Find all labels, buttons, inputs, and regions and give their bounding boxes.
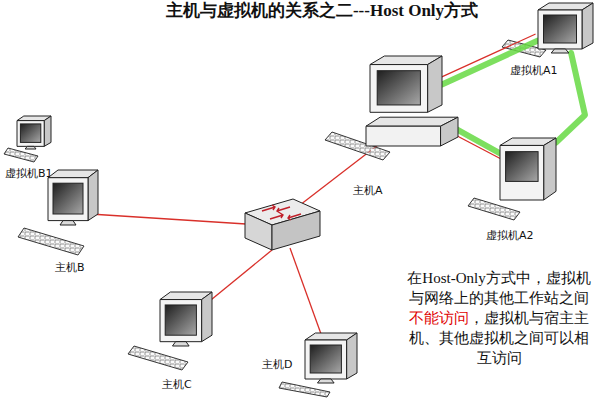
access-link bbox=[442, 41, 538, 85]
monitor-front bbox=[370, 65, 428, 113]
computer-label: 虚拟机A1 bbox=[510, 64, 558, 77]
arrow-symbol bbox=[277, 207, 290, 213]
arrow-symbol bbox=[262, 205, 275, 211]
keyboard bbox=[279, 382, 330, 397]
computer-icon bbox=[370, 56, 442, 146]
monitor-front bbox=[305, 340, 347, 379]
monitor-side bbox=[582, 3, 593, 49]
arrow-symbol bbox=[288, 214, 301, 220]
monitor-side bbox=[202, 292, 212, 342]
access-link bbox=[556, 53, 585, 142]
network-cables bbox=[90, 128, 503, 345]
switch-side bbox=[245, 213, 272, 250]
note-paragraph: 在Host-Only方式中，虚拟机与网络上的其他工作站之间不能访问，虚拟机与宿主… bbox=[403, 268, 595, 368]
screen bbox=[310, 345, 341, 373]
computer-label: 虚拟机B1 bbox=[5, 167, 53, 180]
computer-label: 虚拟机A2 bbox=[486, 229, 534, 242]
cable bbox=[290, 248, 325, 345]
computer-node: 主机B bbox=[48, 170, 98, 225]
computer-node: 虚拟机B1 bbox=[17, 116, 51, 149]
monitor-front bbox=[17, 121, 44, 147]
computer-icon bbox=[538, 3, 593, 53]
case-side bbox=[441, 117, 458, 146]
computer-label: 主机D bbox=[262, 358, 292, 371]
monitor-stand bbox=[60, 221, 76, 225]
monitor-front bbox=[538, 10, 582, 49]
switch bbox=[245, 199, 320, 250]
cable bbox=[90, 214, 246, 224]
keyboard bbox=[128, 346, 188, 370]
monitor-side bbox=[347, 333, 357, 379]
screen bbox=[53, 183, 83, 214]
note-text: 在Host-Only方式中，虚拟机与网络上的其他工作站之间 bbox=[407, 270, 590, 306]
computer-node: 虚拟机A1 bbox=[538, 3, 593, 53]
computer-node: 虚拟机A2 bbox=[500, 138, 556, 200]
computer-node: 主机D bbox=[305, 333, 357, 383]
computer-node: 主机C bbox=[160, 292, 212, 346]
arrow-symbol bbox=[270, 213, 283, 219]
monitor-stand bbox=[551, 49, 569, 53]
computer-label: 主机B bbox=[55, 261, 85, 274]
computer-icon bbox=[305, 333, 357, 383]
keyboard bbox=[18, 228, 84, 255]
monitor-stand bbox=[172, 342, 189, 346]
screen bbox=[544, 15, 577, 43]
monitor-stand bbox=[25, 146, 36, 149]
monitor-side bbox=[44, 116, 51, 146]
screen bbox=[506, 152, 538, 182]
switch-arrows bbox=[262, 205, 301, 220]
keyboard bbox=[468, 198, 520, 220]
computer-icon bbox=[160, 292, 212, 346]
computer-icon bbox=[500, 138, 556, 200]
computer-icon bbox=[48, 170, 98, 225]
monitor-front bbox=[160, 300, 202, 342]
monitor-stand bbox=[317, 379, 334, 383]
keyboard bbox=[4, 148, 38, 162]
computer-icon bbox=[17, 116, 51, 149]
note-text: 不能访问 bbox=[409, 310, 469, 326]
screen bbox=[20, 124, 40, 142]
computer-label: 主机C bbox=[162, 378, 192, 391]
case-front bbox=[366, 126, 441, 146]
computer-node: 主机A bbox=[370, 56, 442, 146]
diagram-title: 主机与虚拟机的关系之二---Host Only方式 bbox=[166, 1, 478, 21]
case-front bbox=[500, 145, 544, 200]
cable bbox=[206, 250, 272, 304]
monitor-side bbox=[428, 56, 442, 112]
case-side bbox=[544, 138, 556, 200]
computer-label: 主机A bbox=[353, 184, 383, 197]
monitor-front bbox=[48, 178, 88, 221]
screen bbox=[165, 305, 196, 335]
monitor-side bbox=[88, 170, 98, 221]
screen bbox=[377, 71, 420, 105]
